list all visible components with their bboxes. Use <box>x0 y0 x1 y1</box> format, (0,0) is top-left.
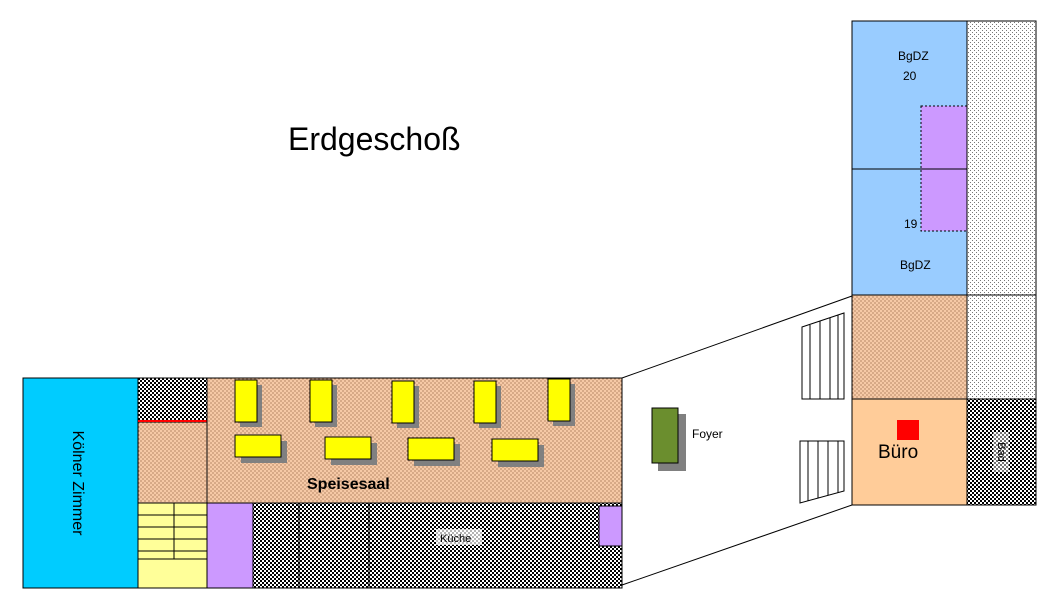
koelner-zimmer-room <box>22 377 139 589</box>
kueche-purple-small <box>598 505 623 547</box>
table <box>407 437 455 461</box>
table <box>309 379 333 423</box>
hallway-tile-top <box>137 377 208 423</box>
kueche-label-bg <box>436 529 482 545</box>
side-room-label-bg <box>993 432 1009 472</box>
kueche-label: Küche <box>440 533 471 545</box>
foyer-label: Foyer <box>692 427 723 441</box>
kueche-room <box>368 502 623 589</box>
kueche-section-2 <box>298 502 370 589</box>
kueche-section-1 <box>252 502 300 589</box>
buero-label: Büro <box>878 442 918 463</box>
hall-right <box>851 294 968 400</box>
bgdz-20-number: 20 <box>903 69 917 83</box>
table <box>391 380 415 424</box>
koelner-zimmer-label: Kölner Zimmer <box>69 431 86 537</box>
staircase-left <box>137 502 208 589</box>
buero-marker <box>897 420 919 440</box>
corridor-upper <box>966 20 1037 296</box>
foyer-cabinet <box>651 407 679 464</box>
page-title: Erdgeschoß <box>288 121 461 157</box>
hallway-floor <box>137 421 208 504</box>
table <box>473 380 497 424</box>
table <box>234 379 258 423</box>
kueche-storage-purple <box>206 502 254 589</box>
foyer-stairs-lower <box>799 440 845 504</box>
bgdz-19-label: BgDZ <box>900 258 931 272</box>
table <box>491 438 539 462</box>
side-room <box>966 398 1037 506</box>
table <box>547 378 571 422</box>
speisesaal-label: Speisesaal <box>307 476 390 493</box>
bgdz-20-label: BgDZ <box>898 49 929 63</box>
side-room-label: Bad <box>995 442 1007 462</box>
bgdz-19-number: 19 <box>904 217 918 231</box>
corridor-lower <box>966 294 1037 400</box>
dining-tables <box>234 378 575 467</box>
table <box>234 434 282 458</box>
buero-room <box>851 398 968 506</box>
foyer-stairs-upper <box>801 312 845 400</box>
table <box>324 436 372 460</box>
